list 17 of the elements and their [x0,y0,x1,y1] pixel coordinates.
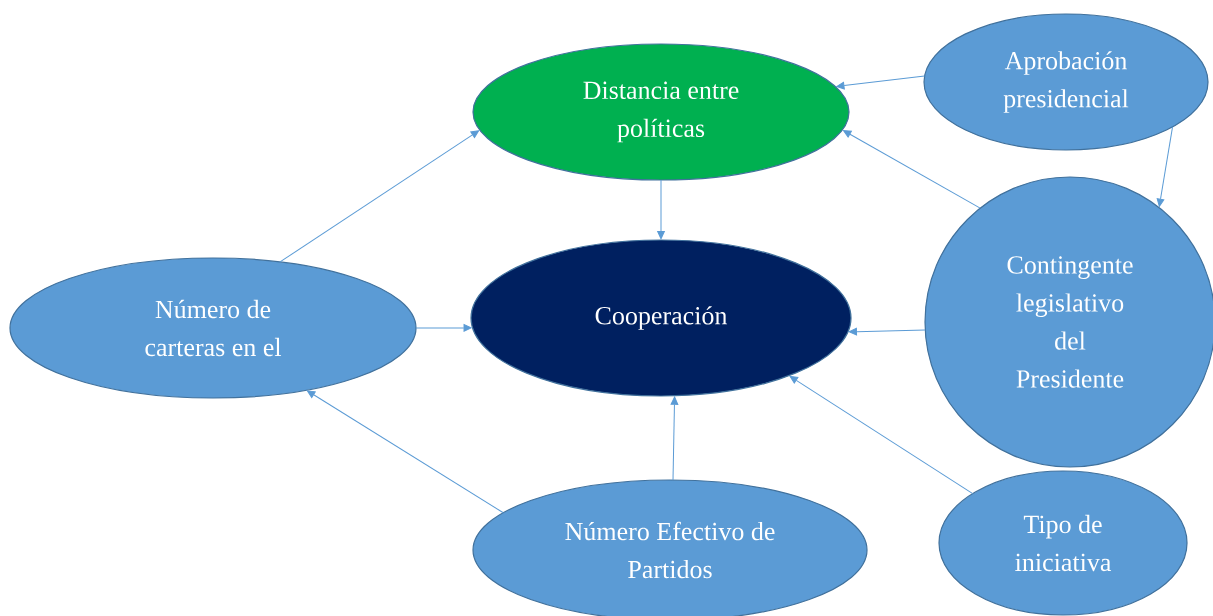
ellipse-node: Número Efectivo de Partidos [472,479,868,616]
circle-node: Contingente legislativo del Presidente [924,176,1213,468]
arrow [306,390,316,398]
arrow [836,81,845,90]
arrow [657,231,665,240]
ellipse-node: Número de carteras en el [9,257,417,399]
arrow [670,396,679,405]
ellipse-node: Cooperación [470,239,852,397]
ellipse-node: Aprobación presidencial [923,13,1209,151]
arrow [848,327,858,336]
arrow [789,375,799,384]
arrow [463,324,472,332]
arrow [842,130,852,138]
ellipse-node: Distancia entre políticas [472,43,850,181]
arrow [1156,198,1165,207]
ellipse-node: Tipo de iniciativa [938,470,1188,616]
arrow [470,130,480,138]
